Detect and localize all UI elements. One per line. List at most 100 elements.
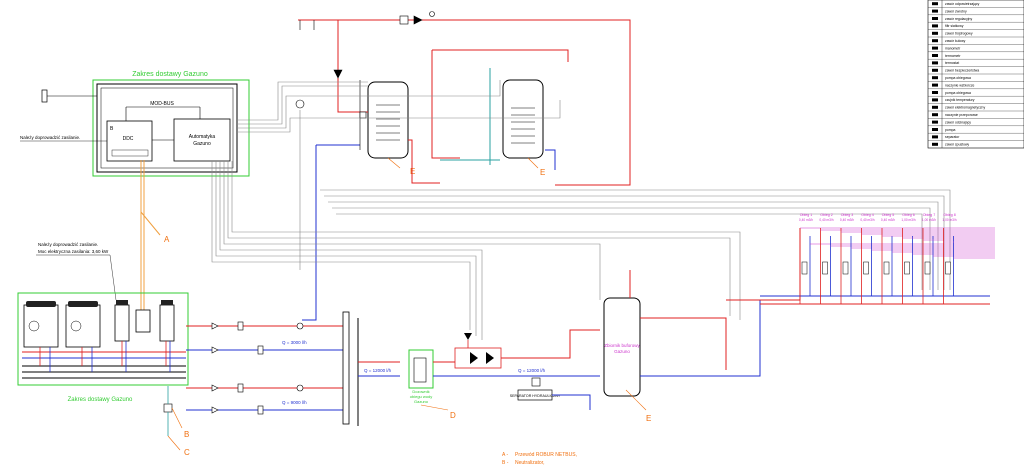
circuit-name: Obieg 2 <box>820 213 833 217</box>
legend-symbol-icon <box>932 68 938 72</box>
heat-pump-2 <box>65 301 101 348</box>
legend-row-label: zawór odpowietrzający <box>945 2 980 6</box>
flow-label-2: Q = 12000 l/h <box>364 368 392 373</box>
legend-symbol-icon <box>932 39 938 43</box>
legend-row-label: pompa <box>945 128 955 132</box>
legend-symbol-icon <box>932 98 938 102</box>
circuit-pump-icon <box>924 261 931 275</box>
automatics-line2: Gazuno <box>193 141 211 147</box>
buffer-tank: Zbiornik buforowy Gazuno <box>603 270 761 411</box>
primary-fittings <box>211 321 304 415</box>
circuit-flow: 0,40 m3/h <box>860 218 874 222</box>
legend-row-label: zawór odcinający <box>945 120 971 124</box>
legend-row-label: naczynie przeponowe <box>945 113 978 117</box>
ddc-controller <box>106 120 153 162</box>
legend-symbol-icon <box>932 135 938 139</box>
ddc-label: DDC <box>123 136 134 142</box>
circuit-flow: 0,40 m3/h <box>799 218 813 222</box>
legend-row-label: czujnik temperatury <box>945 98 975 102</box>
flow-label-3: Q = 9000 l/h <box>282 400 307 405</box>
legend-symbol-icon <box>932 113 938 117</box>
legend-row-label: zawór trójdrogowy <box>945 32 973 36</box>
dosing-line1: Dozownik <box>412 389 429 394</box>
heat-pump-1 <box>23 301 59 348</box>
circuit-name: Obieg 3 <box>841 213 854 217</box>
circuit-flow: 0,40 m3/h <box>840 218 854 222</box>
legend-key-b: B - <box>502 460 509 466</box>
hydraulic-separator: SEPARATOR HYDRAULICZNY <box>510 377 591 410</box>
dhw-tank-1 <box>367 81 409 169</box>
legend-row-label: zawór elektromagnetyczny <box>945 106 985 110</box>
legend-symbol-icon <box>932 46 938 50</box>
circuit-name: Obieg 1 <box>800 213 813 217</box>
legend-row-label: separator <box>945 135 960 139</box>
automatics-box <box>173 118 231 162</box>
power-note-mid-1: Należy doprowadzić zasilanie. <box>38 242 98 247</box>
legend-table: zawór odpowietrzający zawór zwrotny zawór … <box>927 0 1024 149</box>
circuit-flow: 0,40 m3/h <box>819 218 833 222</box>
dhw-pipes <box>298 19 631 321</box>
legend-symbol-icon <box>932 54 938 57</box>
circuit-name: Obieg 6 <box>902 213 915 217</box>
power-note-top: Należy doprowadzić zasilanie. <box>20 135 80 140</box>
buffer-line2: Gazuno <box>614 349 630 354</box>
legend-text-b: Neutralizator, <box>515 460 544 466</box>
scope-box-top: Zakres dostawy Gazuno MOD-BUS B DDC Auto… <box>92 71 250 177</box>
circuit-flow: 0,40 m3/h <box>881 218 895 222</box>
legend-row-label: manometr <box>945 46 961 50</box>
dosing-line3: Gazuno <box>414 399 429 404</box>
boiler-3 <box>114 300 130 342</box>
dhw-fittings <box>295 11 435 119</box>
legend-symbol-icon <box>932 9 938 13</box>
scope-bottom-title: Zakres dostawy Gazuno <box>68 397 133 403</box>
circuit-flow: 1,00 m3/h <box>942 218 956 222</box>
legend-symbol-icon <box>932 76 938 80</box>
circuit-pump-icon <box>945 261 951 275</box>
legend-symbol-icon <box>932 24 938 28</box>
signal-cables <box>211 80 951 340</box>
legend-row-label: pompa obiegowa <box>945 91 971 95</box>
circuit-flow: 1,00 m3/h <box>922 218 936 222</box>
dosing-unit: Dozownik obiegu wody Gazuno <box>408 349 449 411</box>
circuit-pump-icon <box>904 261 910 275</box>
boiler-5 <box>159 300 175 342</box>
circuit-name: Obieg 8 <box>943 213 956 217</box>
circuit-pump-icon <box>863 261 869 275</box>
legend-symbol-icon <box>932 120 938 124</box>
circuit-name: Obieg 7 <box>923 213 936 217</box>
legend-symbol-icon <box>932 31 938 35</box>
callout-a: A <box>164 235 170 244</box>
legend-symbol-icon <box>932 105 938 109</box>
separator-label: SEPARATOR HYDRAULICZNY <box>510 394 561 398</box>
legend-symbol-icon <box>932 17 938 20</box>
legend-row-label: zawór regulacyjny <box>945 17 972 21</box>
legend-row-label: naczynie wzbiorcze <box>945 83 975 87</box>
dosing-line2: obiegu wody <box>410 394 432 399</box>
legend-symbol-icon <box>932 91 938 94</box>
legend-symbol-icon <box>932 61 938 65</box>
neutralizer <box>163 386 183 436</box>
scope-box-bottom: Zakres dostawy Gazuno <box>17 292 189 403</box>
circuit-pump-icon <box>801 261 808 275</box>
callout-c: C <box>184 448 190 457</box>
circuit-flow: 1,00 m3/h <box>901 218 915 222</box>
legend-row-label: zawór zwrotny <box>945 9 967 13</box>
modbus-label: MOD-BUS <box>150 101 174 107</box>
ddc-tag: B <box>110 126 114 132</box>
legend-symbol-icon <box>932 128 938 131</box>
boiler-4 <box>135 309 151 333</box>
legend-row-label: termometr <box>945 54 961 58</box>
callout-e-bottom: E <box>646 414 651 423</box>
flow-label-1: Q = 3000 l/h <box>282 340 307 345</box>
legend-row-label: zawór kulowy <box>945 39 966 43</box>
flow-label-4: Q = 12000 l/h <box>518 368 546 373</box>
legend-symbol-icon <box>932 142 938 146</box>
mixing-valve-group <box>433 329 600 377</box>
legend-row-label: zawór spustowy <box>945 143 969 147</box>
legend-bottom: A - Przewód ROBUR NETBUS, B - Neutraliza… <box>502 452 577 466</box>
legend-symbol-icon <box>932 2 938 6</box>
legend-row-label: zawór bezpieczeństwa <box>945 69 979 73</box>
circuit-name: Obieg 5 <box>882 213 895 217</box>
legend-row-label: pompa obiegowa <box>945 76 971 80</box>
